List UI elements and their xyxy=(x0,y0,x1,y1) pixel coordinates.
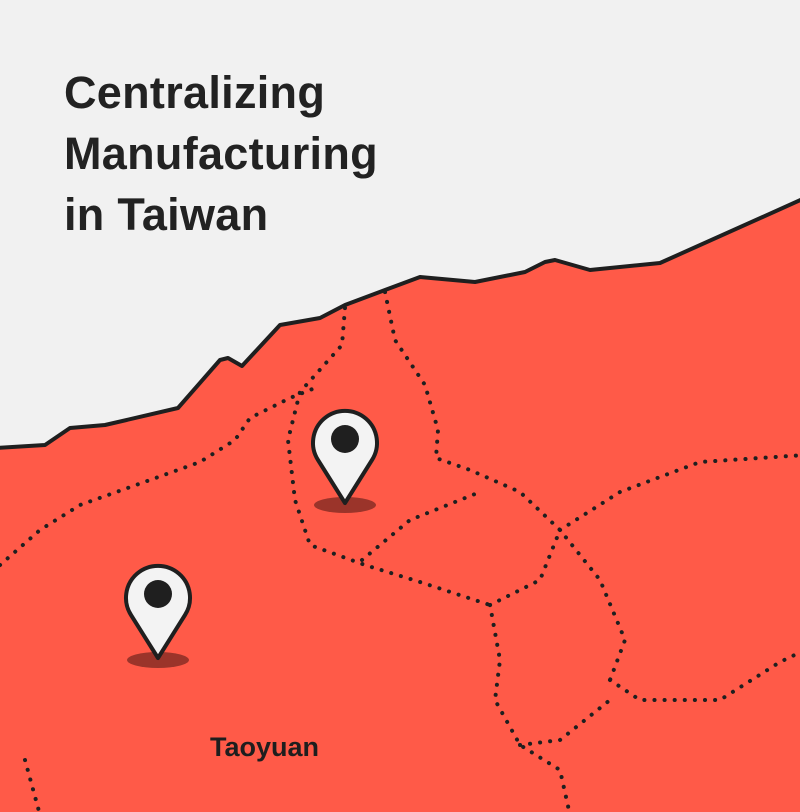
pin-shadow xyxy=(314,497,376,513)
title-line-2: Manufacturing xyxy=(64,128,378,179)
page-title: Centralizing Manufacturing in Taiwan xyxy=(64,62,378,245)
border-line xyxy=(488,603,572,812)
location-pin-2[interactable] xyxy=(124,563,192,668)
pin-dot xyxy=(331,425,359,453)
pin-dot xyxy=(144,580,172,608)
border-line xyxy=(23,758,42,812)
location-pin-1[interactable] xyxy=(311,408,379,513)
title-line-3: in Taiwan xyxy=(64,189,269,240)
map-pin-icon xyxy=(311,408,379,505)
city-label-taoyuan: Taoyuan xyxy=(210,732,320,762)
map-pin-icon xyxy=(124,563,192,660)
border-line xyxy=(383,290,628,682)
land-area xyxy=(0,198,800,812)
district-borders xyxy=(0,290,800,812)
border-line xyxy=(360,490,482,562)
border-line xyxy=(518,698,612,747)
border-line xyxy=(488,528,562,607)
border-line xyxy=(285,306,492,607)
border-line xyxy=(0,386,317,567)
title-line-1: Centralizing xyxy=(64,67,326,118)
